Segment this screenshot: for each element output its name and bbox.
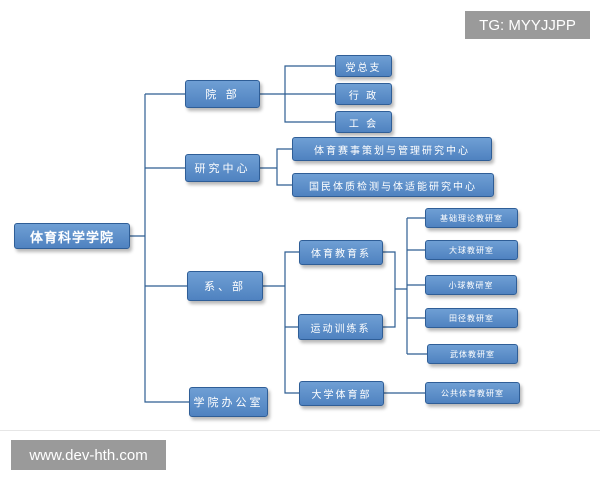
node-dangzongzhi: 党总支 — [335, 55, 392, 77]
node-wuti: 武体教研室 — [427, 344, 518, 364]
connector-yanjiu — [260, 148, 292, 186]
node-yuanbu: 院 部 — [185, 80, 260, 108]
node-bangongshi: 学院办公室 — [189, 387, 268, 417]
connector-root — [130, 93, 189, 403]
bottom-divider — [0, 430, 600, 431]
connector-yuanbu — [260, 65, 335, 123]
node-xingzheng: 行 政 — [335, 83, 392, 105]
connector-jiaoyanshi — [383, 217, 427, 355]
node-daxue-tiyu-bu: 大学体育部 — [299, 381, 384, 406]
node-jichu-lilun: 基础理论教研室 — [425, 208, 518, 228]
node-yundong-xunlian-xi: 运动训练系 — [298, 314, 383, 340]
connector-lines — [130, 65, 427, 403]
watermark-bottom: www.dev-hth.com — [11, 440, 166, 470]
node-gonggong-tiyu: 公共体育教研室 — [425, 382, 520, 404]
org-chart-canvas: 体育科学学院 院 部 研究中心 系、部 学院办公室 党总支 行 政 工 会 体育… — [14, 55, 520, 417]
node-daqiu: 大球教研室 — [425, 240, 518, 260]
node-saishi-zhongxin: 体育赛事策划与管理研究中心 — [292, 137, 492, 161]
node-xiaoqiu: 小球教研室 — [425, 275, 517, 295]
connector-xibu — [263, 251, 299, 394]
node-yanjiu-zhongxin: 研究中心 — [185, 154, 260, 182]
watermark-top: TG: MYYJJPP — [465, 11, 590, 39]
node-tizhi-zhongxin: 国民体质检测与体适能研究中心 — [292, 173, 494, 197]
node-tianjing: 田径教研室 — [425, 308, 518, 328]
node-gonghui: 工 会 — [335, 111, 392, 133]
node-xibu: 系、部 — [187, 271, 263, 301]
node-root: 体育科学学院 — [14, 223, 130, 249]
node-tiyu-jiaoyu-xi: 体育教育系 — [299, 240, 383, 265]
